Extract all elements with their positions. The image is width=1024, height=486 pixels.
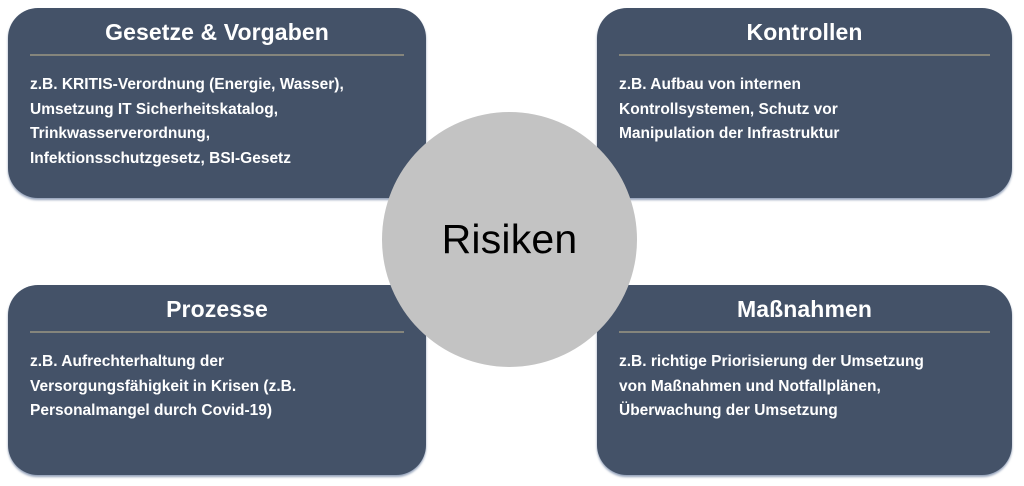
card-divider-gesetze [30, 54, 404, 57]
card-title-gesetze: Gesetze & Vorgaben [105, 19, 329, 45]
card-body-gesetze: z.B. KRITIS-Verordnung (Energie, Wasser)… [30, 76, 344, 167]
card-body-prozesse: z.B. Aufrechterhaltung der Versorgungsfä… [30, 353, 297, 420]
card-divider-massnahmen [619, 331, 990, 334]
center-hub-label: Risiken [441, 216, 578, 262]
card-divider-kontrollen [619, 54, 990, 57]
card-body-kontrollen: z.B. Aufbau von internen Kontrollsysteme… [619, 76, 840, 143]
card-kontrollen[interactable]: Kontrollen z.B. Aufbau von internen Kont… [597, 8, 1012, 198]
card-divider-prozesse [30, 331, 404, 334]
card-title-kontrollen: Kontrollen [746, 19, 863, 45]
center-hub-circle[interactable]: Risiken [382, 112, 637, 367]
card-body-massnahmen: z.B. richtige Priorisierung der Umsetzun… [619, 353, 924, 420]
card-massnahmen[interactable]: Maßnahmen z.B. richtige Priorisierung de… [597, 285, 1012, 475]
card-title-massnahmen: Maßnahmen [736, 296, 873, 322]
card-title-prozesse: Prozesse [166, 296, 268, 322]
card-prozesse[interactable]: Prozesse z.B. Aufrechterhaltung der Vers… [8, 285, 426, 475]
card-gesetze-und-vorgaben[interactable]: Gesetze & Vorgaben z.B. KRITIS-Verordnun… [8, 8, 426, 198]
